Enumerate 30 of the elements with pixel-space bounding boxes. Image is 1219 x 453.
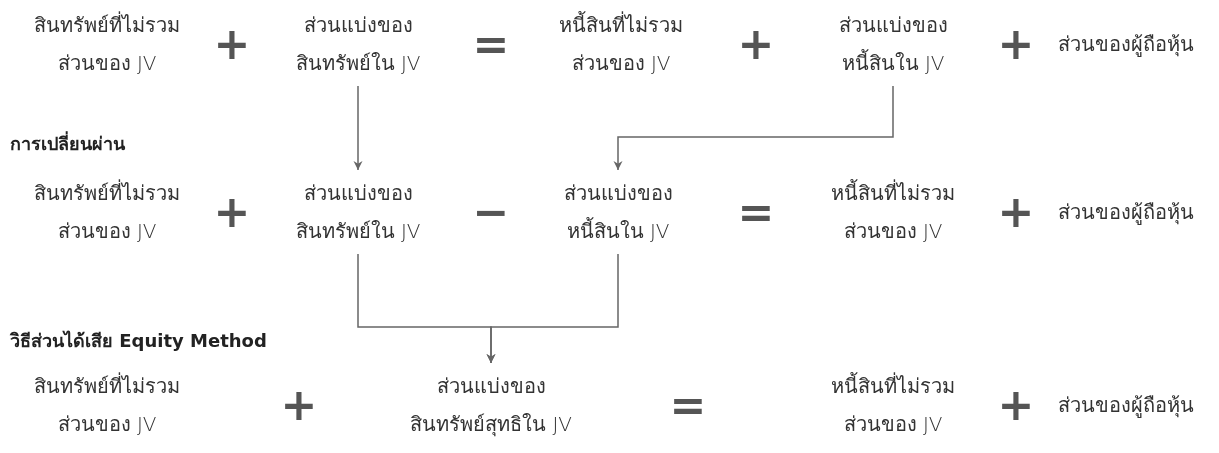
operator-sign: + (213, 190, 251, 234)
equation-term: ส่วนของผู้ถือหุ้น (1058, 386, 1194, 424)
equation-term: หนี้สินที่ไม่รวม ส่วนของ JV (831, 174, 955, 250)
operator-sign: + (997, 22, 1035, 66)
arrow (353, 85, 363, 171)
equation-term: ส่วนแบ่งของ สินทรัพย์ใน JV (295, 174, 421, 250)
operator-sign: = (472, 22, 510, 66)
equation-term: ส่วนแบ่งของ สินทรัพย์สุทธิใน JV (410, 367, 572, 443)
operator-sign: + (997, 190, 1035, 234)
equation-term: สินทรัพย์ที่ไม่รวม ส่วนของ JV (34, 174, 180, 250)
equation-term: ส่วนแบ่งของ หนี้สินใน JV (563, 174, 673, 250)
operator-sign: + (213, 22, 251, 66)
operator-sign: + (737, 22, 775, 66)
operator-sign: + (997, 383, 1035, 427)
equation-term: สินทรัพย์ที่ไม่รวม ส่วนของ JV (34, 367, 180, 443)
equation-term: ส่วนของผู้ถือหุ้น (1058, 25, 1194, 63)
equation-term: หนี้สินที่ไม่รวม ส่วนของ JV (831, 367, 955, 443)
section-heading: วิธีส่วนได้เสีย Equity Method (10, 328, 267, 353)
operator-sign: − (472, 190, 510, 234)
equation-term: ส่วนของผู้ถือหุ้น (1058, 193, 1194, 231)
arrow (486, 253, 619, 364)
arrow (613, 85, 894, 171)
equation-term: หนี้สินที่ไม่รวม ส่วนของ JV (559, 6, 683, 82)
operator-sign: = (737, 190, 775, 234)
operator-sign: + (280, 383, 318, 427)
equation-term: สินทรัพย์ที่ไม่รวม ส่วนของ JV (34, 6, 180, 82)
equation-term: ส่วนแบ่งของ สินทรัพย์ใน JV (295, 6, 421, 82)
operator-sign: = (669, 383, 707, 427)
section-heading: การเปลี่ยนผ่าน (10, 130, 125, 156)
equation-term: ส่วนแบ่งของ หนี้สินใน JV (838, 6, 948, 82)
